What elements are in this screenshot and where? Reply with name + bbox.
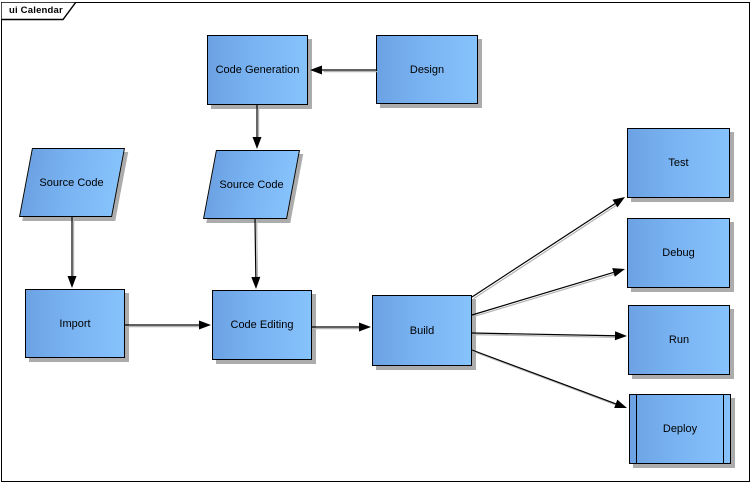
process-inner-line [723,395,724,463]
node-label: Design [409,63,445,76]
node-run[interactable]: Run [628,305,730,375]
diagram-frame-border [1,2,750,482]
node-label: Run [668,334,690,346]
node-label: Code Generation [215,64,300,76]
node-build[interactable]: Build [372,295,472,366]
node-source-code-left[interactable]: Source Code [19,148,125,217]
node-label: Source Code [219,178,284,191]
node-code-generation[interactable]: Code Generation [207,35,308,105]
frame-label: ui Calendar [9,5,63,16]
frame-label-tab [1,2,77,21]
node-label: Test [668,157,689,169]
node-test[interactable]: Test [627,128,730,198]
node-label: Debug [662,247,695,259]
node-label: Code Editing [230,319,294,331]
node-label: Deploy [662,423,698,435]
node-code-editing[interactable]: Code Editing [212,290,312,360]
node-label: Build [409,324,435,337]
node-deploy[interactable]: Deploy [629,394,731,464]
node-label: Source Code [39,176,105,189]
frame-tab-pentagon [1,2,77,21]
node-import[interactable]: Import [25,289,125,358]
node-source-code-mid[interactable]: Source Code [203,150,300,219]
node-design[interactable]: Design [376,35,478,104]
process-inner-line [636,395,637,463]
node-label: Import [59,317,91,330]
node-debug[interactable]: Debug [627,218,730,288]
